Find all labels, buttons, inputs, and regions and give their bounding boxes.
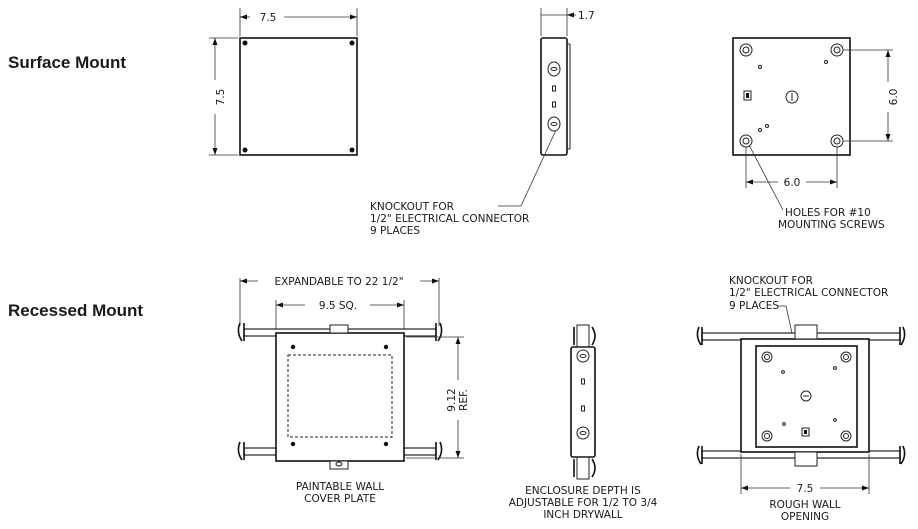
side-depth-dim: 1.7 <box>578 10 595 22</box>
side-knockout-note-2: 1/2" ELECTRICAL CONNECTOR <box>370 213 529 225</box>
surface-front-view: 7.5 7.5 <box>209 8 358 156</box>
recessed-side-view: ENCLOSURE DEPTH IS ADJUSTABLE FOR 1/2 TO… <box>509 324 658 521</box>
cover-height-dim: 9.12 <box>446 388 458 411</box>
front-height-dim: 7.5 <box>215 89 227 106</box>
surface-back-view: 6.0 6.0 HOLES FOR #10 MOUNTING SCREWS <box>732 37 900 231</box>
recessed-mount-label: Recessed Mount <box>8 301 144 320</box>
surface-mount-label: Surface Mount <box>8 53 127 72</box>
opening-note-1: ROUGH WALL <box>769 499 840 511</box>
surface-side-view: 1.7 KNOCKOUT FOR 1/2" ELECTRICAL CONNECT… <box>370 8 595 237</box>
recessed-knockout-note-2: 1/2" ELECTRICAL CONNECTOR <box>729 287 888 299</box>
holes-note-1: HOLES FOR #10 <box>785 207 871 219</box>
back-width-dim: 6.0 <box>784 177 801 189</box>
cover-height-ref: REF. <box>458 389 470 411</box>
side-knockout-note-3: 9 PLACES <box>370 225 420 237</box>
back-height-dim: 6.0 <box>888 89 900 106</box>
opening-note-2: OPENING <box>781 511 829 523</box>
depth-note-3: INCH DRYWALL <box>543 509 622 521</box>
holes-note-2: MOUNTING SCREWS <box>778 219 885 231</box>
cover-note-2: COVER PLATE <box>304 493 376 505</box>
expandable-dim: EXPANDABLE TO 22 1/2" <box>274 276 403 288</box>
recessed-knockout-note-1: KNOCKOUT FOR <box>729 275 813 287</box>
depth-note-2: ADJUSTABLE FOR 1/2 TO 3/4 <box>509 497 658 509</box>
cover-width-dim: 9.5 SQ. <box>319 300 357 312</box>
opening-width-dim: 7.5 <box>797 483 814 495</box>
side-knockout-note-1: KNOCKOUT FOR <box>370 201 454 213</box>
depth-note-1: ENCLOSURE DEPTH IS <box>525 485 641 497</box>
recessed-cover-view: EXPANDABLE TO 22 1/2" 9.5 SQ. 9.12 <box>237 276 470 505</box>
cover-note-1: PAINTABLE WALL <box>296 481 384 493</box>
recessed-back-view: KNOCKOUT FOR 1/2" ELECTRICAL CONNECTOR 9… <box>696 275 906 523</box>
front-width-dim: 7.5 <box>260 12 277 24</box>
recessed-knockout-note-3: 9 PLACES <box>729 300 779 312</box>
